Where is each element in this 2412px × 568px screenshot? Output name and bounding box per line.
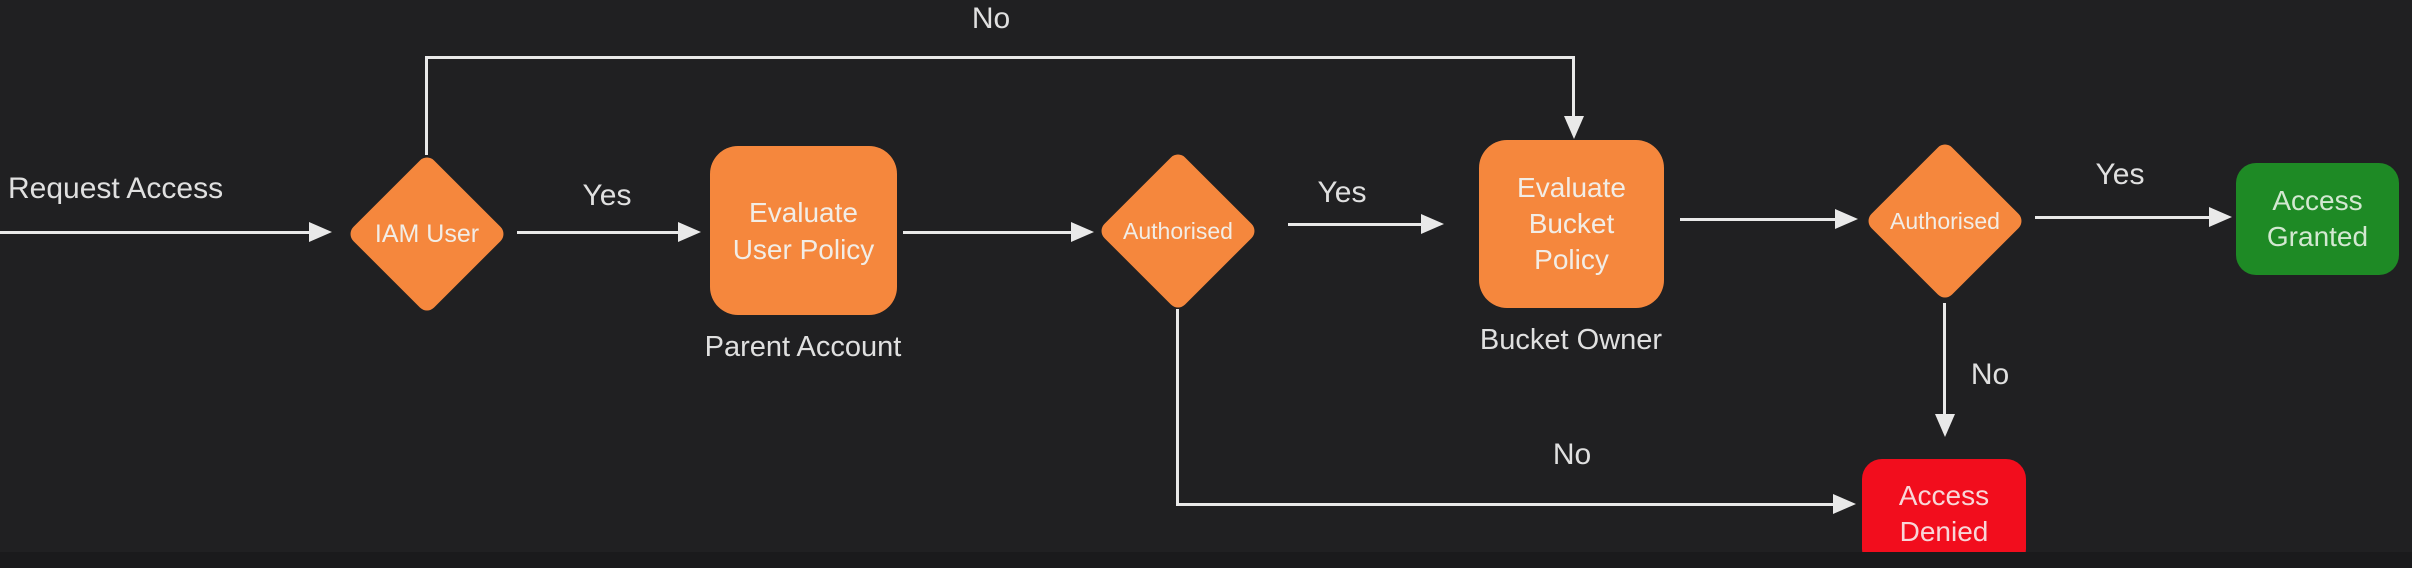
arrow-auth2-to-granted-head [2209,207,2232,227]
request-access-label: Request Access [8,172,224,205]
parent-account-caption: Parent Account [704,331,902,363]
authorised-decision-2: Authorised [1864,140,2026,302]
iam-user-label: IAM User [374,219,480,248]
arrow-iam-to-user-policy-head [678,222,701,242]
no-top-path-left-vertical [425,56,428,155]
arrow-request-to-iam-head [309,222,332,242]
edge-label-iam-user-no: No [971,2,1011,35]
access-granted-label: Access Granted [2266,185,2369,252]
no-auth1-vertical [1176,309,1179,506]
access-granted-node: Access Granted [2236,163,2399,275]
no-top-path-right-vertical [1572,56,1575,117]
no-top-path-horizontal [425,56,1575,59]
bottom-letterbox-strip [0,552,2412,568]
bucket-owner-caption: Bucket Owner [1479,324,1663,356]
arrow-request-to-iam-line [0,231,310,234]
no-auth2-head [1935,414,1955,437]
authorised-1-label: Authorised [1123,217,1233,244]
arrow-auth2-to-granted-line [2035,216,2209,219]
evaluate-bucket-policy-label: Evaluate Bucket Policy [1517,172,1626,275]
edge-label-authorised-1-no: No [1552,438,1592,471]
access-denied-label: Access Denied [1898,480,1990,547]
evaluate-user-policy-node: Evaluate User Policy [710,146,897,315]
evaluate-bucket-policy-node: Evaluate Bucket Policy [1479,140,1664,308]
arrow-user-policy-to-auth1-head [1071,222,1094,242]
arrow-auth1-to-bucket-policy-line [1288,223,1421,226]
arrow-iam-to-user-policy-line [517,231,679,234]
edge-label-iam-user-yes: Yes [582,179,632,212]
arrow-bucket-policy-to-auth2-line [1680,218,1835,221]
no-top-path-head [1564,116,1584,139]
edge-label-authorised-2-no: No [1970,358,2010,391]
no-auth1-horizontal [1176,503,1834,506]
arrow-bucket-policy-to-auth2-head [1835,209,1858,229]
edge-label-authorised-2-yes: Yes [2095,158,2145,191]
access-denied-node: Access Denied [1862,459,2026,568]
no-auth2-vertical [1943,303,1946,415]
authorised-2-label: Authorised [1890,207,2000,234]
no-auth1-head [1833,494,1856,514]
edge-label-authorised-1-yes: Yes [1317,176,1367,209]
iam-user-decision: IAM User [346,153,508,315]
arrow-auth1-to-bucket-policy-head [1421,214,1444,234]
authorised-decision-1: Authorised [1097,150,1259,312]
evaluate-user-policy-label: Evaluate User Policy [732,196,875,265]
arrow-user-policy-to-auth1-line [903,231,1071,234]
